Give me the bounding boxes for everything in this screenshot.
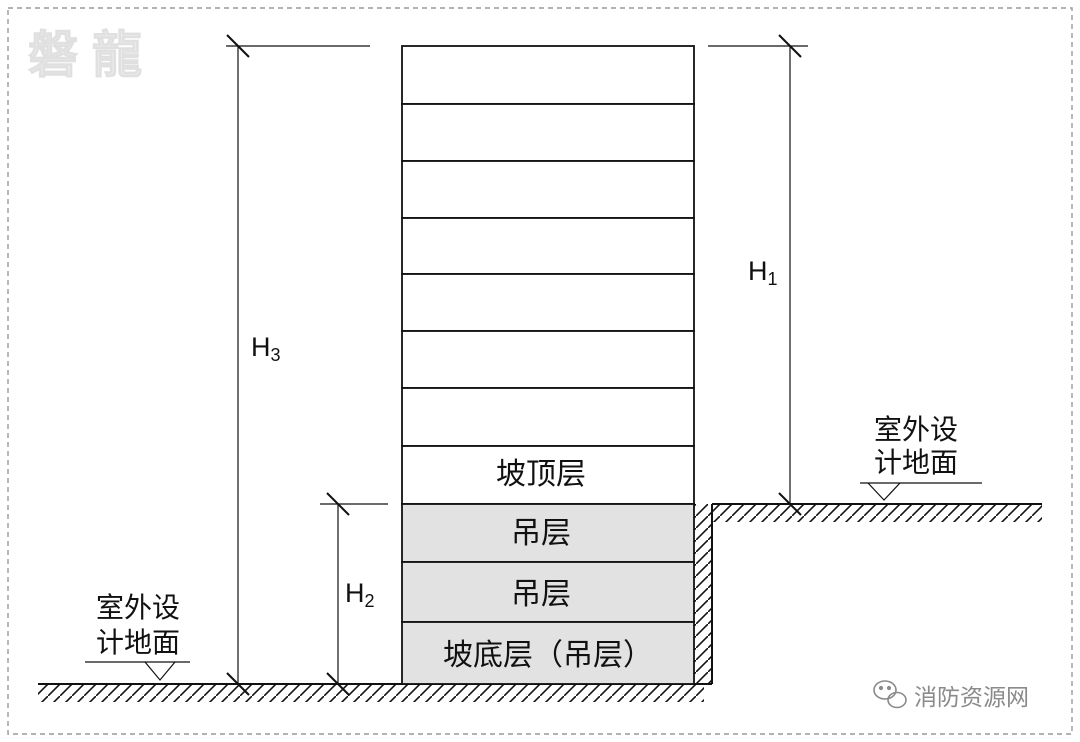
floor-5 — [401, 273, 695, 332]
chat-icon — [873, 680, 907, 709]
floor-stilt-2 — [401, 561, 695, 623]
floor-stilt-1 — [401, 503, 695, 563]
floor-slope-bottom — [401, 621, 695, 685]
ground-label-left-line1: 室外设 — [96, 591, 180, 624]
floor-label-stilt-1: 吊层 — [511, 516, 571, 551]
dimension-h3-label: H3 — [251, 332, 281, 365]
floor-6 — [401, 217, 695, 275]
dimension-h1-label: H1 — [748, 256, 778, 289]
dimension-h3 — [226, 34, 370, 696]
ground-label-left-line2: 计地面 — [96, 626, 180, 659]
frame-border — [7, 7, 1073, 735]
building — [401, 45, 695, 685]
dimension-h2-label: H2 — [345, 578, 375, 611]
floor-label-slope-bottom: 坡底层（吊层） — [443, 638, 653, 673]
floor-4 — [401, 330, 695, 389]
floor-label-stilt-2: 吊层 — [511, 577, 571, 612]
floor-7 — [401, 160, 695, 219]
ground-label-right-line1: 室外设 — [874, 413, 958, 446]
floor-9 — [401, 45, 695, 105]
retaining-wall — [694, 504, 713, 684]
ground-upper — [712, 503, 1042, 522]
floor-label-slope-top: 坡顶层 — [496, 457, 586, 492]
ground-label-right-line2: 计地面 — [874, 446, 958, 479]
floor-3 — [401, 387, 695, 447]
ground-level-marker-left — [85, 661, 190, 681]
dimension-h1 — [708, 34, 808, 516]
ground-lower — [38, 683, 712, 702]
watermark-logo: 磐龍 — [28, 26, 156, 84]
floor-8 — [401, 103, 695, 162]
credit-text: 消防资源网 — [914, 685, 1029, 711]
dimension-h2 — [320, 492, 388, 696]
ground-level-marker-right — [860, 482, 982, 501]
